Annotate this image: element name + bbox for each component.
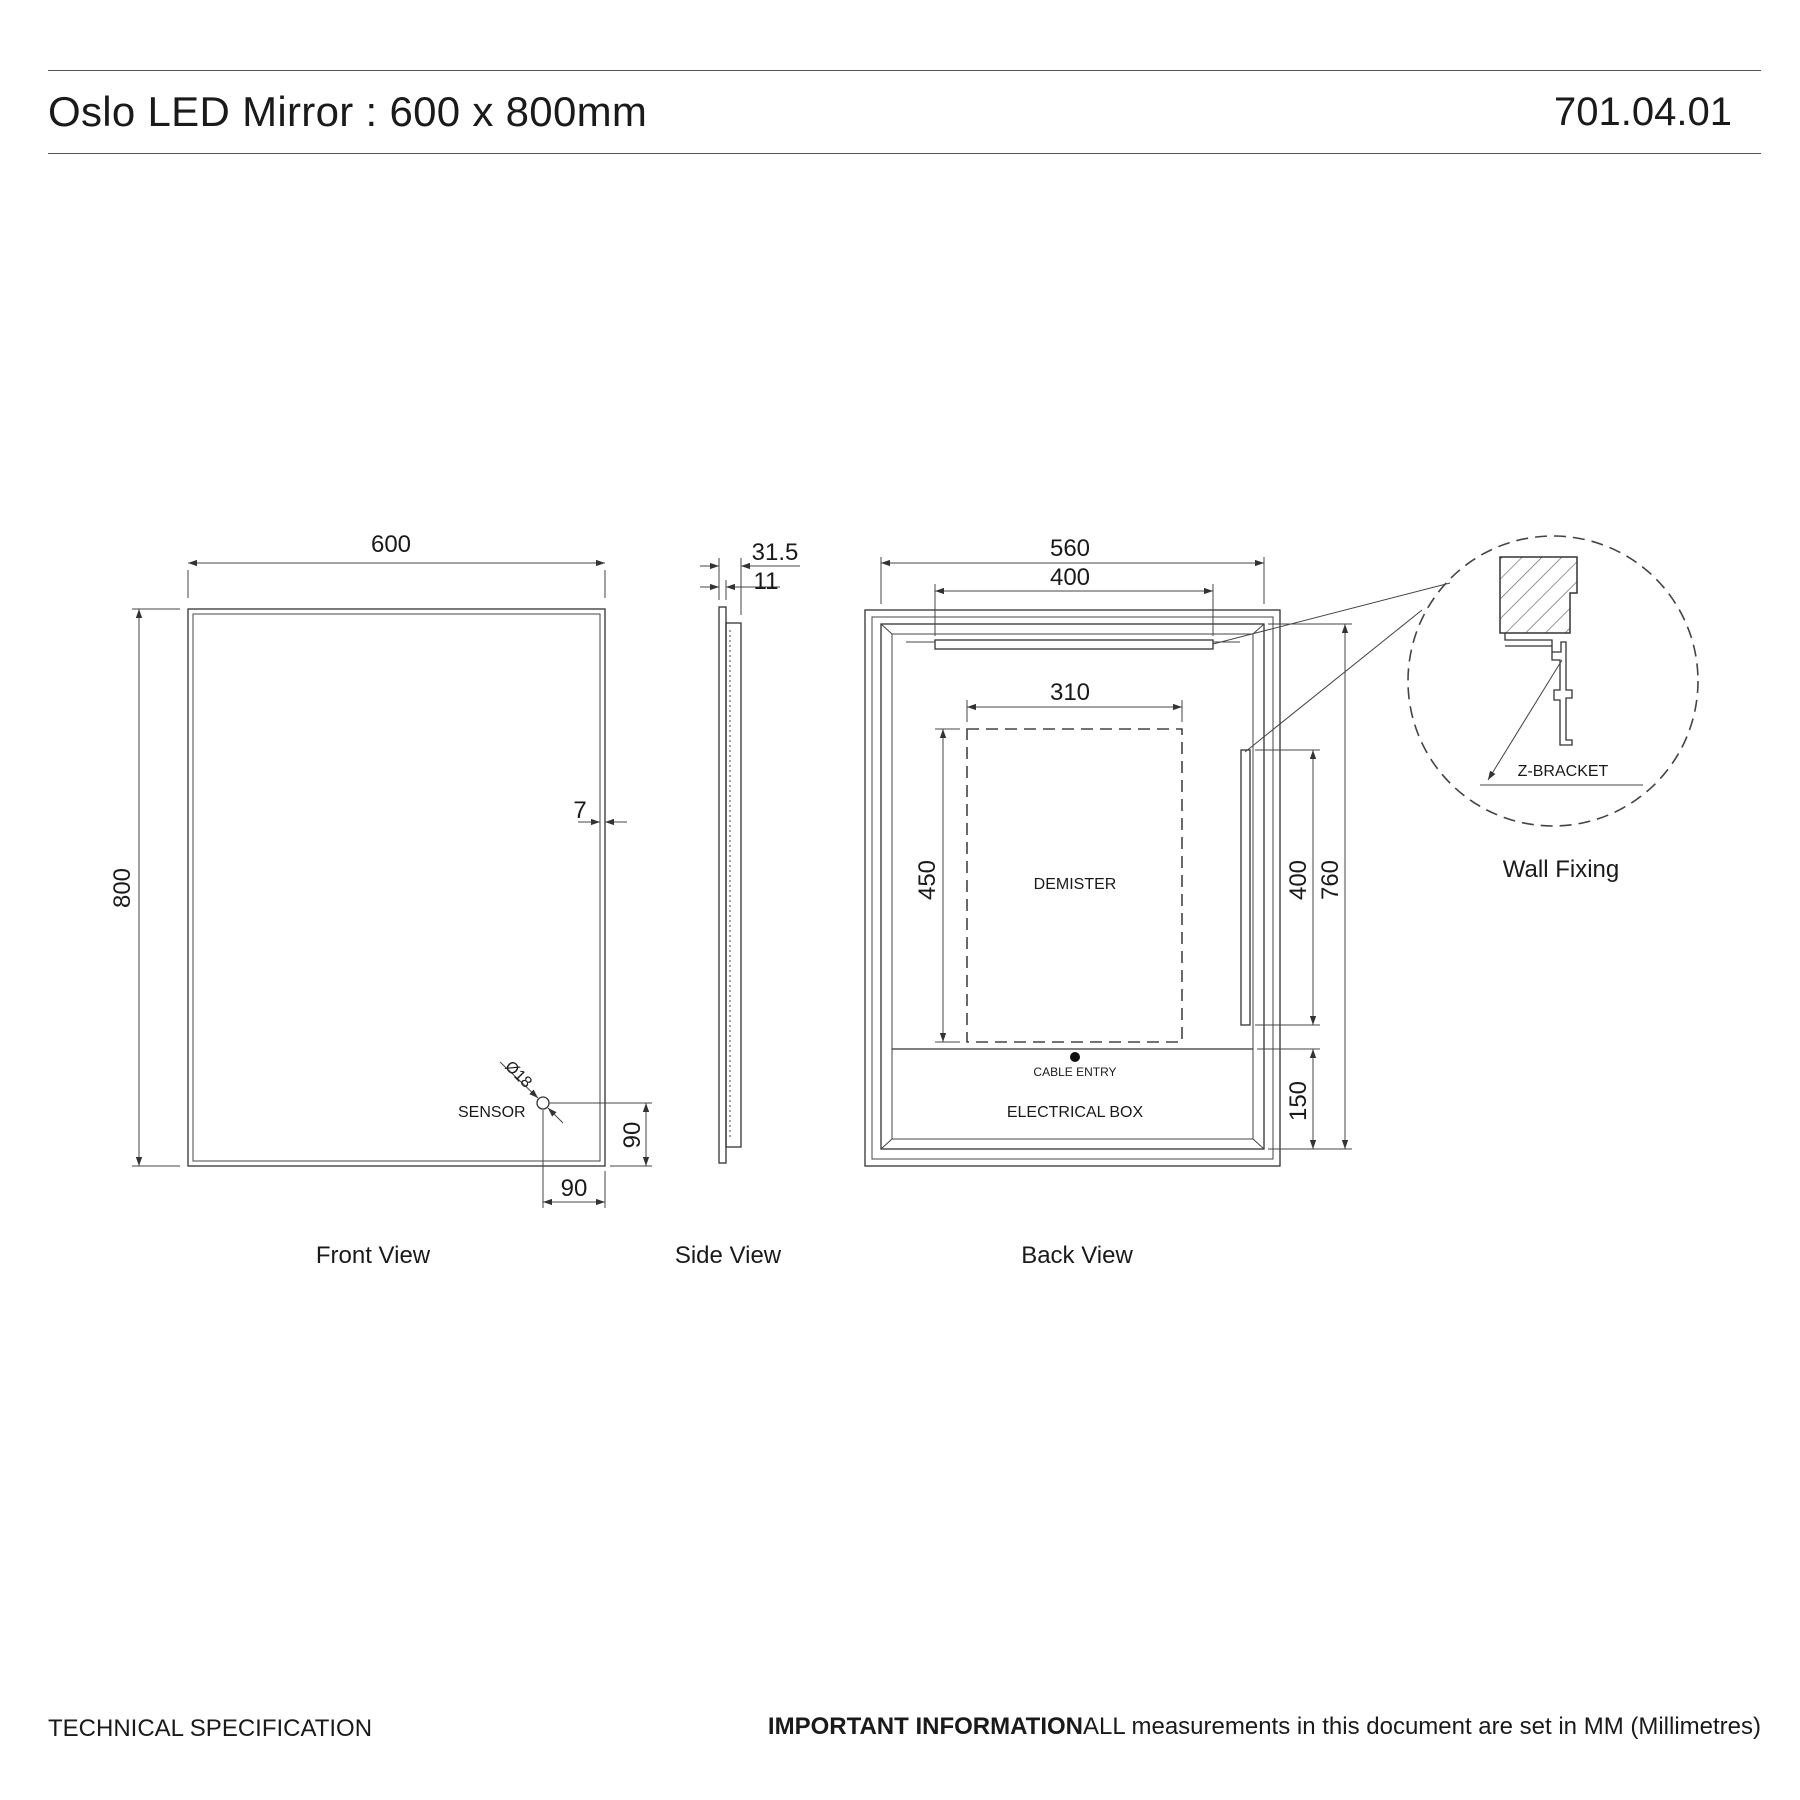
z-bracket-shape xyxy=(1504,633,1573,746)
side-bracket xyxy=(1240,749,1251,1026)
demister-height-value: 450 xyxy=(914,860,941,900)
wall-fixing-circle xyxy=(1407,535,1699,827)
electrical-box-label: ELECTRICAL BOX xyxy=(1007,1104,1144,1121)
sensor-diameter: Ø18 xyxy=(501,1058,534,1091)
back-bracket-width: 400 xyxy=(1050,564,1090,591)
side-view-label: Side View xyxy=(675,1242,782,1269)
back-frame-height-value: 760 xyxy=(1317,860,1344,900)
z-bracket-label: Z-BRACKET xyxy=(1518,763,1609,780)
front-width-value: 600 xyxy=(371,531,411,558)
product-code: 701.04.01 xyxy=(1554,90,1732,134)
wall-fixing-detail: Z-BRACKET Wall Fixing xyxy=(1212,535,1699,883)
important-text: ALL measurements in this document are se… xyxy=(1083,1713,1761,1740)
side-depth-glass: 11 xyxy=(754,568,779,595)
back-frame-width: 560 xyxy=(1050,535,1090,562)
front-view: 600 800 7 Ø18 SENSOR 90 90 Front View xyxy=(109,531,652,1269)
sensor-circle xyxy=(536,1096,550,1110)
mirror-outline xyxy=(187,608,606,1167)
side-view: 31.5 11 Side View xyxy=(675,539,800,1269)
sensor-right-value: 90 xyxy=(561,1175,588,1202)
page-title: Oslo LED Mirror : 600 x 800mm xyxy=(48,88,648,135)
wall-hatch-block xyxy=(1499,556,1578,634)
back-frame xyxy=(880,623,1265,1150)
front-border-value: 7 xyxy=(573,797,586,824)
important-label: IMPORTANT INFORMATION xyxy=(767,1713,1083,1740)
back-view-label: Back View xyxy=(1021,1242,1133,1269)
demister-width-value: 310 xyxy=(1050,679,1090,706)
sensor-bottom-value: 90 xyxy=(619,1122,646,1149)
front-view-label: Front View xyxy=(316,1242,431,1269)
cable-entry-dot xyxy=(1070,1052,1080,1062)
top-bracket xyxy=(934,639,1214,650)
footer-technical-specification: TECHNICAL SPECIFICATION xyxy=(48,1715,373,1742)
header-top-rule xyxy=(48,70,1761,71)
wall-fixing-label: Wall Fixing xyxy=(1503,856,1619,883)
side-frame xyxy=(725,622,742,1148)
back-view: 560 400 DEMISTER 310 450 CABLE ENTRY ELE… xyxy=(864,535,1352,1269)
sensor-label: SENSOR xyxy=(458,1104,526,1121)
back-outer-outline xyxy=(864,609,1281,1167)
front-height-value: 800 xyxy=(109,868,136,908)
side-depth-total: 31.5 xyxy=(752,539,799,566)
mirror-inner-border xyxy=(192,613,601,1162)
cable-entry-label: CABLE ENTRY xyxy=(1033,1065,1116,1079)
electrical-box-height-value: 150 xyxy=(1285,1081,1312,1121)
header-bottom-rule xyxy=(48,153,1761,154)
demister-area xyxy=(966,728,1183,1043)
footer-important-information: IMPORTANT INFORMATIONALL measurements in… xyxy=(768,1713,1761,1741)
demister-label: DEMISTER xyxy=(1034,876,1117,893)
side-bracket-height-value: 400 xyxy=(1285,860,1312,900)
side-glass xyxy=(718,606,727,1164)
